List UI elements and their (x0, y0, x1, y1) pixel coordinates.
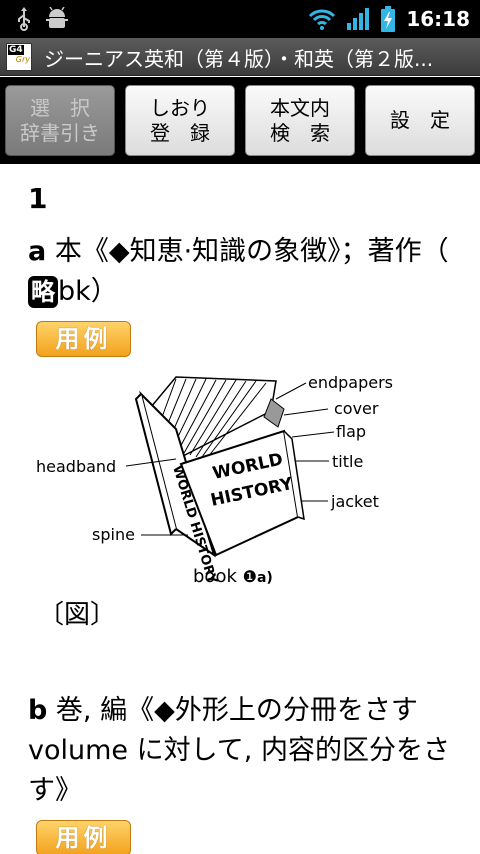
figure-label-flap: flap (336, 422, 366, 441)
battery-charging-icon (381, 6, 396, 32)
status-time: 16:18 (406, 7, 470, 31)
example-button-b[interactable]: 用例 (36, 820, 131, 854)
app-icon: G4 Gry (6, 43, 32, 71)
sense-a-text: 本《◆知恵·知識の象徴》；著作（ (46, 236, 449, 267)
example-button-a[interactable]: 用例 (36, 321, 131, 357)
figure-label-title: title (332, 452, 363, 471)
bookmark-register-button[interactable]: しおり 登 録 (125, 85, 235, 156)
toolbar: 選 択 辞書引き しおり 登 録 本文内 検 索 設 定 (0, 77, 480, 164)
figure-label-spine: spine (92, 525, 135, 544)
figure-label[interactable]: 〔図〕 (38, 600, 117, 630)
book-figure: WORLD HISTORY WORLD HISTORY endpapers co… (36, 373, 393, 587)
sense-a-letter: a (28, 236, 47, 267)
sense-b-letter: b (28, 695, 48, 726)
settings-button[interactable]: 設 定 (365, 85, 475, 156)
signal-icon (347, 8, 370, 30)
figure-label-endpapers: endpapers (308, 373, 393, 392)
sense-b-definition: b 巻, 編《◆外形上の分冊をさす volume に対して, 内容的区分をさす》 (28, 691, 468, 811)
figure-label-cover: cover (334, 399, 379, 418)
wifi-icon (309, 9, 336, 30)
sense-b-text: 巻, 編《◆外形上の分冊をさす volume に対して, 内容的区分をさす》 (28, 695, 450, 806)
app-icon-label: G4 (8, 45, 24, 55)
select-dictionary-button[interactable]: 選 択 辞書引き (5, 85, 115, 156)
figure-label-jacket: jacket (330, 492, 379, 511)
android-debug-icon (46, 7, 68, 28)
sense-number: 1 (28, 182, 48, 215)
sense-a-abbr-text: bk） (58, 276, 118, 307)
app-icon-sublabel: Gry (15, 55, 30, 64)
usb-icon (18, 7, 30, 31)
abbreviation-badge: 略 (28, 276, 58, 308)
app-title: ジーニアス英和（第４版）・和英（第２版... (44, 47, 434, 71)
figure-caption-sub: a) (257, 570, 273, 586)
search-in-text-button[interactable]: 本文内 検 索 (245, 85, 355, 156)
figure-caption-num: ❶ (243, 567, 257, 586)
figure-caption: book (193, 566, 237, 587)
title-bar: G4 Gry ジーニアス英和（第４版）・和英（第２版... (0, 38, 480, 76)
svg-text:book ❶a): book ❶a) (193, 566, 273, 587)
figure-label-headband: headband (36, 457, 116, 476)
status-bar: 16:18 (0, 0, 480, 38)
